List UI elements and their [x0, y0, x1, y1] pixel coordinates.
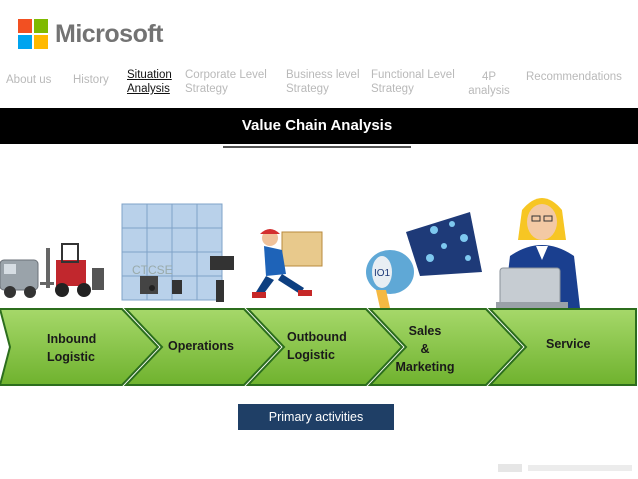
svg-text:IO1: IO1 — [374, 268, 391, 279]
brand-name: Microsoft — [55, 20, 163, 49]
nav-item-about-us[interactable]: About us — [6, 73, 51, 87]
step-sales-marketing: Sales & Marketing — [391, 322, 459, 376]
step-label: Inbound — [47, 330, 96, 348]
svg-text:CTCSE: CTCSE — [132, 263, 173, 277]
truck-forklift-illustration — [0, 238, 110, 304]
step-label: Logistic — [47, 348, 96, 366]
step-service: Service — [546, 335, 590, 353]
microsoft-logo: Microsoft — [18, 19, 163, 49]
nav-label: Recommendations — [526, 70, 622, 84]
nav-label: Functional Level — [371, 68, 455, 82]
title-bar: Value Chain Analysis — [0, 108, 638, 144]
nav-item-recommendations[interactable]: Recommendations — [526, 70, 622, 84]
step-inbound-logistic: Inbound Logistic — [47, 330, 96, 366]
page-title: Value Chain Analysis — [223, 108, 411, 144]
nav-label: Strategy — [371, 82, 455, 96]
nav-label: Strategy — [185, 82, 267, 96]
warehouse-illustration: CTCSE — [112, 200, 238, 308]
service-woman-illustration — [496, 190, 608, 314]
nav-label: Business level — [286, 68, 360, 82]
nav-item-corporate-strategy[interactable]: Corporate Level Strategy — [185, 68, 267, 96]
step-label: Operations — [168, 337, 234, 355]
step-label: Service — [546, 335, 590, 353]
step-operations: Operations — [168, 337, 234, 355]
footer-watermark-icon — [498, 462, 638, 474]
nav-item-situation-analysis[interactable]: Situation Analysis — [127, 68, 172, 96]
step-label: & — [391, 340, 459, 358]
top-nav: About us History Situation Analysis Corp… — [0, 68, 638, 102]
nav-label: Situation — [127, 68, 172, 82]
nav-item-history[interactable]: History — [73, 73, 109, 87]
megaphone-illustration: IO1 — [360, 212, 484, 312]
nav-item-business-strategy[interactable]: Business level Strategy — [286, 68, 360, 96]
step-label: Marketing — [391, 358, 459, 376]
nav-label: Corporate Level — [185, 68, 267, 82]
nav-label: Analysis — [127, 82, 172, 96]
delivery-man-illustration — [252, 228, 332, 310]
nav-item-4p-analysis[interactable]: 4P analysis — [468, 70, 510, 98]
primary-activities-label: Primary activities — [238, 404, 394, 430]
step-label: Logistic — [287, 346, 347, 364]
step-outbound-logistic: Outbound Logistic — [287, 328, 347, 364]
nav-item-functional-strategy[interactable]: Functional Level Strategy — [371, 68, 455, 96]
nav-label: About us — [6, 73, 51, 87]
nav-label: History — [73, 73, 109, 87]
nav-label: Strategy — [286, 82, 360, 96]
nav-label: analysis — [468, 84, 510, 98]
step-label: Outbound — [287, 328, 347, 346]
step-label: Sales — [391, 322, 459, 340]
windows-logo-icon — [18, 19, 48, 49]
nav-label: 4P — [468, 70, 510, 84]
